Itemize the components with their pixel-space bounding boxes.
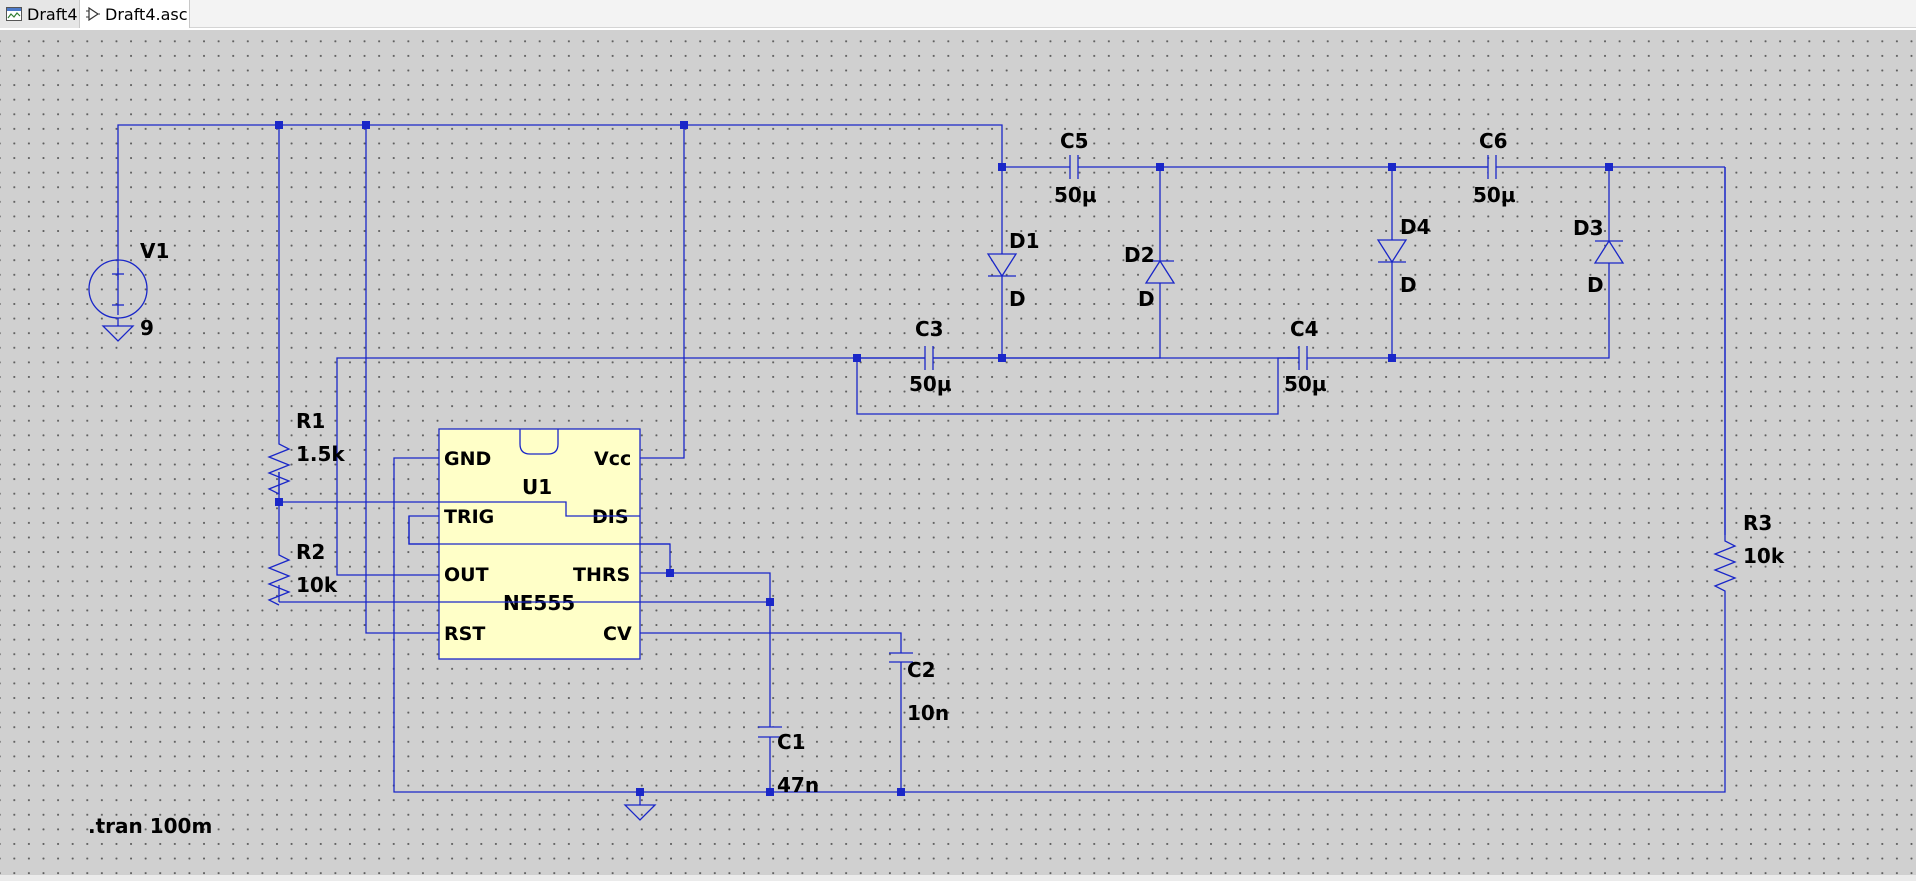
c2-value: 10n xyxy=(907,701,949,725)
c4-value: 50µ xyxy=(1284,372,1327,396)
wire[interactable] xyxy=(1002,283,1161,359)
wire-supply-rail[interactable] xyxy=(117,124,1003,315)
resistor-r2[interactable]: R2 10k xyxy=(267,540,338,606)
spice-directive[interactable]: .tran 100m xyxy=(88,814,212,838)
capacitor-c1[interactable]: C1 47n xyxy=(758,726,819,797)
document-tab-bar: Draft4 Draft4.asc xyxy=(0,0,1916,28)
diode-d4[interactable]: D4 D xyxy=(1376,215,1431,297)
r3-value: 10k xyxy=(1743,544,1785,568)
status-strip xyxy=(0,875,1916,881)
c5-value: 50µ xyxy=(1054,183,1097,207)
waveform-plot-icon xyxy=(6,7,22,21)
wire-out[interactable] xyxy=(336,357,1287,576)
diode-d1[interactable]: D1 D xyxy=(986,229,1040,311)
tab-label: Draft4 xyxy=(27,4,78,24)
wire-rst[interactable] xyxy=(365,125,439,634)
c3-name: C3 xyxy=(915,317,944,341)
capacitor-c5[interactable]: C5 50µ xyxy=(1054,129,1097,207)
wire-trig-overlay xyxy=(408,516,670,545)
d2-model: D xyxy=(1138,287,1155,311)
v1-value: 9 xyxy=(140,316,154,340)
schematic-op-amp-icon xyxy=(86,7,100,21)
pin-gnd: GND xyxy=(444,448,491,470)
pin-vcc: Vcc xyxy=(594,448,631,470)
pin-rst: RST xyxy=(444,623,485,645)
schematic-canvas[interactable]: V1 9 R1 1.5k R2 10k R3 10k GND Vcc U1 TR… xyxy=(0,30,1916,875)
wire[interactable] xyxy=(856,357,1299,415)
capacitor-c6[interactable]: C6 50µ xyxy=(1473,129,1516,207)
schematic-drawing: V1 9 R1 1.5k R2 10k R3 10k GND Vcc U1 TR… xyxy=(88,121,1785,838)
r3-name: R3 xyxy=(1743,511,1772,535)
wire-vcc[interactable] xyxy=(640,125,685,459)
voltage-source-v1[interactable]: V1 9 xyxy=(88,239,169,342)
r1-name: R1 xyxy=(296,409,325,433)
c4-name: C4 xyxy=(1290,317,1319,341)
d1-name: D1 xyxy=(1009,229,1040,253)
pin-thrs: THRS xyxy=(573,564,630,586)
wire-dis-overlay xyxy=(439,501,640,517)
r2-value: 10k xyxy=(296,573,338,597)
ground-icon xyxy=(101,325,135,342)
d4-model: D xyxy=(1400,273,1417,297)
tab-draft4-asc[interactable]: Draft4.asc xyxy=(80,0,190,28)
wire[interactable] xyxy=(1392,263,1610,359)
v1-name: V1 xyxy=(140,239,169,263)
junctions xyxy=(275,121,1613,796)
capacitor-c2[interactable]: C2 10n xyxy=(889,652,949,725)
c6-name: C6 xyxy=(1479,129,1508,153)
pin-out: OUT xyxy=(444,564,489,586)
capacitor-c4[interactable]: C4 50µ xyxy=(1284,317,1327,396)
tab-label: Draft4.asc xyxy=(105,4,188,24)
d2-name: D2 xyxy=(1124,243,1155,267)
d1-model: D xyxy=(1009,287,1026,311)
resistor-r1[interactable]: R1 1.5k xyxy=(267,409,345,496)
diode-d3[interactable]: D3 D xyxy=(1573,216,1625,297)
ic-model: NE555 xyxy=(503,591,575,615)
c1-value: 47n xyxy=(777,773,819,797)
capacitor-c3[interactable]: C3 50µ xyxy=(909,317,952,396)
c1-name: C1 xyxy=(777,730,806,754)
d3-model: D xyxy=(1587,273,1604,297)
resistor-r3[interactable]: R3 10k xyxy=(1713,511,1785,595)
c2-name: C2 xyxy=(907,658,936,682)
pin-cv: CV xyxy=(603,623,632,645)
r1-value: 1.5k xyxy=(296,442,345,466)
wire-thrs[interactable] xyxy=(640,572,771,602)
pin-trig: TRIG xyxy=(444,506,494,528)
d4-name: D4 xyxy=(1400,215,1431,239)
c3-value: 50µ xyxy=(909,372,952,396)
r2-name: R2 xyxy=(296,540,325,564)
ic-name: U1 xyxy=(522,475,552,499)
tab-draft4-plot[interactable]: Draft4 xyxy=(0,0,80,28)
wire-cv[interactable] xyxy=(640,632,902,653)
c5-name: C5 xyxy=(1060,129,1089,153)
d3-name: D3 xyxy=(1573,216,1604,240)
ground-icon[interactable] xyxy=(623,804,657,821)
diode-d2[interactable]: D2 D xyxy=(1124,243,1176,311)
c6-value: 50µ xyxy=(1473,183,1516,207)
pin-dis: DIS xyxy=(592,506,629,528)
